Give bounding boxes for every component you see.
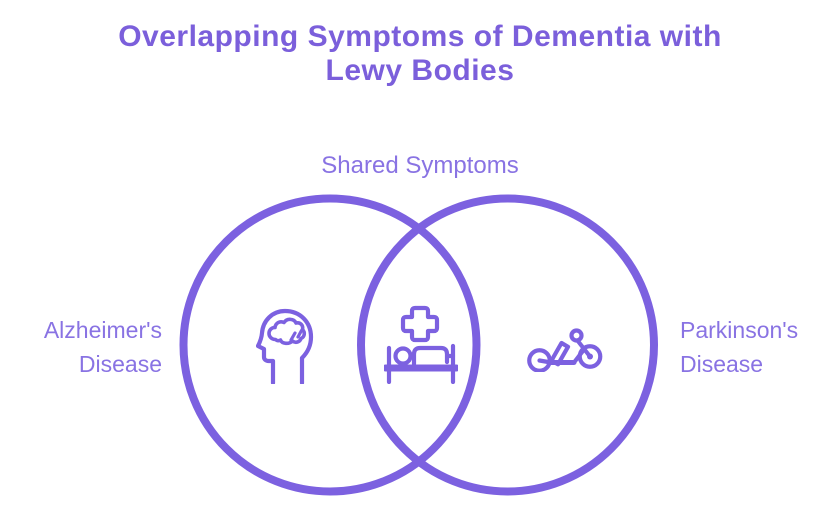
- brain-outline: [267, 317, 307, 346]
- page-title: Overlapping Symptoms of Dementia with Le…: [0, 20, 840, 88]
- page-title-line2: Lewy Bodies: [325, 54, 515, 87]
- head-profile-outline: [256, 308, 314, 384]
- alzheimers-disease-label: Alzheimer's Disease: [0, 313, 162, 381]
- parkinsons-label-line2: Disease: [680, 351, 764, 377]
- head-with-brain-icon: [256, 308, 314, 384]
- patient-head: [393, 346, 413, 366]
- bed-blanket: [411, 345, 456, 367]
- bike-wheel-hub: [587, 353, 593, 360]
- alzheimers-label-line1: Alzheimer's: [43, 317, 162, 343]
- right-circle-parkinsons: [357, 194, 658, 496]
- parkinsons-label-line1: Parkinson's: [680, 317, 799, 343]
- bike-right-wheel: [577, 344, 603, 369]
- left-circle-alzheimers: [179, 194, 481, 496]
- page-title-line1: Overlapping Symptoms of Dementia with: [118, 20, 722, 53]
- shared-symptoms-label: Shared Symptoms: [321, 152, 519, 179]
- recumbent-bike-icon: [527, 328, 603, 372]
- parkinsons-disease-label: Parkinson's Disease: [680, 313, 840, 381]
- alzheimers-label-line2: Disease: [78, 351, 162, 377]
- brain-sulci-lines: [289, 328, 304, 342]
- medical-cross-outline: [400, 305, 440, 343]
- bike-seat-back: [549, 340, 571, 367]
- medical-cross-hospital-bed-icon: [384, 305, 458, 384]
